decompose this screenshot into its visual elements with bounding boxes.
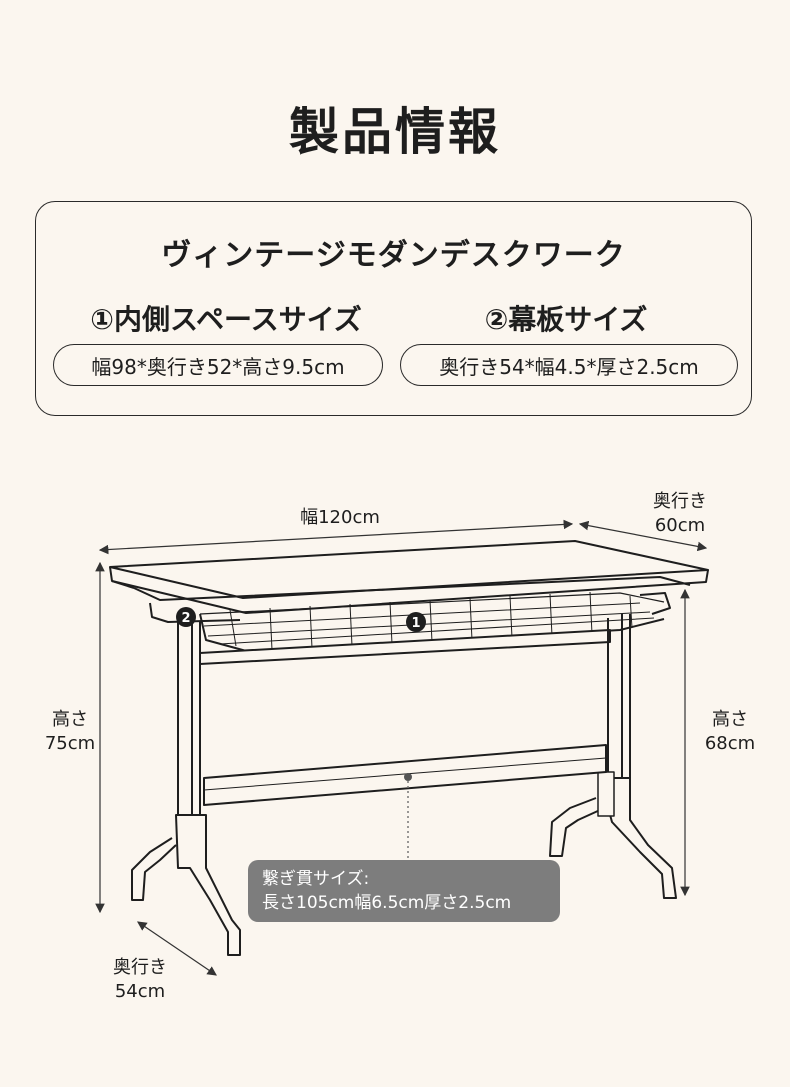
width-label: 幅120cm xyxy=(300,507,380,528)
page-title: 製品情報 xyxy=(289,103,501,161)
width-dimension-line xyxy=(98,519,574,555)
left-front-leg xyxy=(177,612,201,819)
inner-space-title: ①内側スペースサイズ xyxy=(90,303,362,336)
crossbar-size-note: 繋ぎ貫サイズ: 長さ105cm幅6.5cm厚さ2.5cm xyxy=(248,860,560,922)
apron xyxy=(199,629,611,665)
inner-space-spec: 幅98*奥行き52*高さ9.5cm xyxy=(53,344,383,386)
svg-text:2: 2 xyxy=(181,611,190,626)
badge-2: 2 xyxy=(176,607,196,627)
product-info-card: ヴィンテージモダンデスクワーク ①内側スペースサイズ ②幕板サイズ 幅98*奥行… xyxy=(35,201,752,416)
right-front-leg xyxy=(607,614,631,791)
depth-top-dimension-line xyxy=(578,520,708,552)
product-name: ヴィンテージモダンデスクワーク xyxy=(161,238,626,273)
apron-title: ②幕板サイズ xyxy=(484,303,648,336)
svg-text:1: 1 xyxy=(411,616,420,631)
badge-1: 1 xyxy=(406,612,426,632)
stretcher-marker xyxy=(404,773,412,781)
depth-bottom-dimension-line xyxy=(137,921,217,976)
apron-spec: 奥行き54*幅4.5*厚さ2.5cm xyxy=(400,344,738,386)
